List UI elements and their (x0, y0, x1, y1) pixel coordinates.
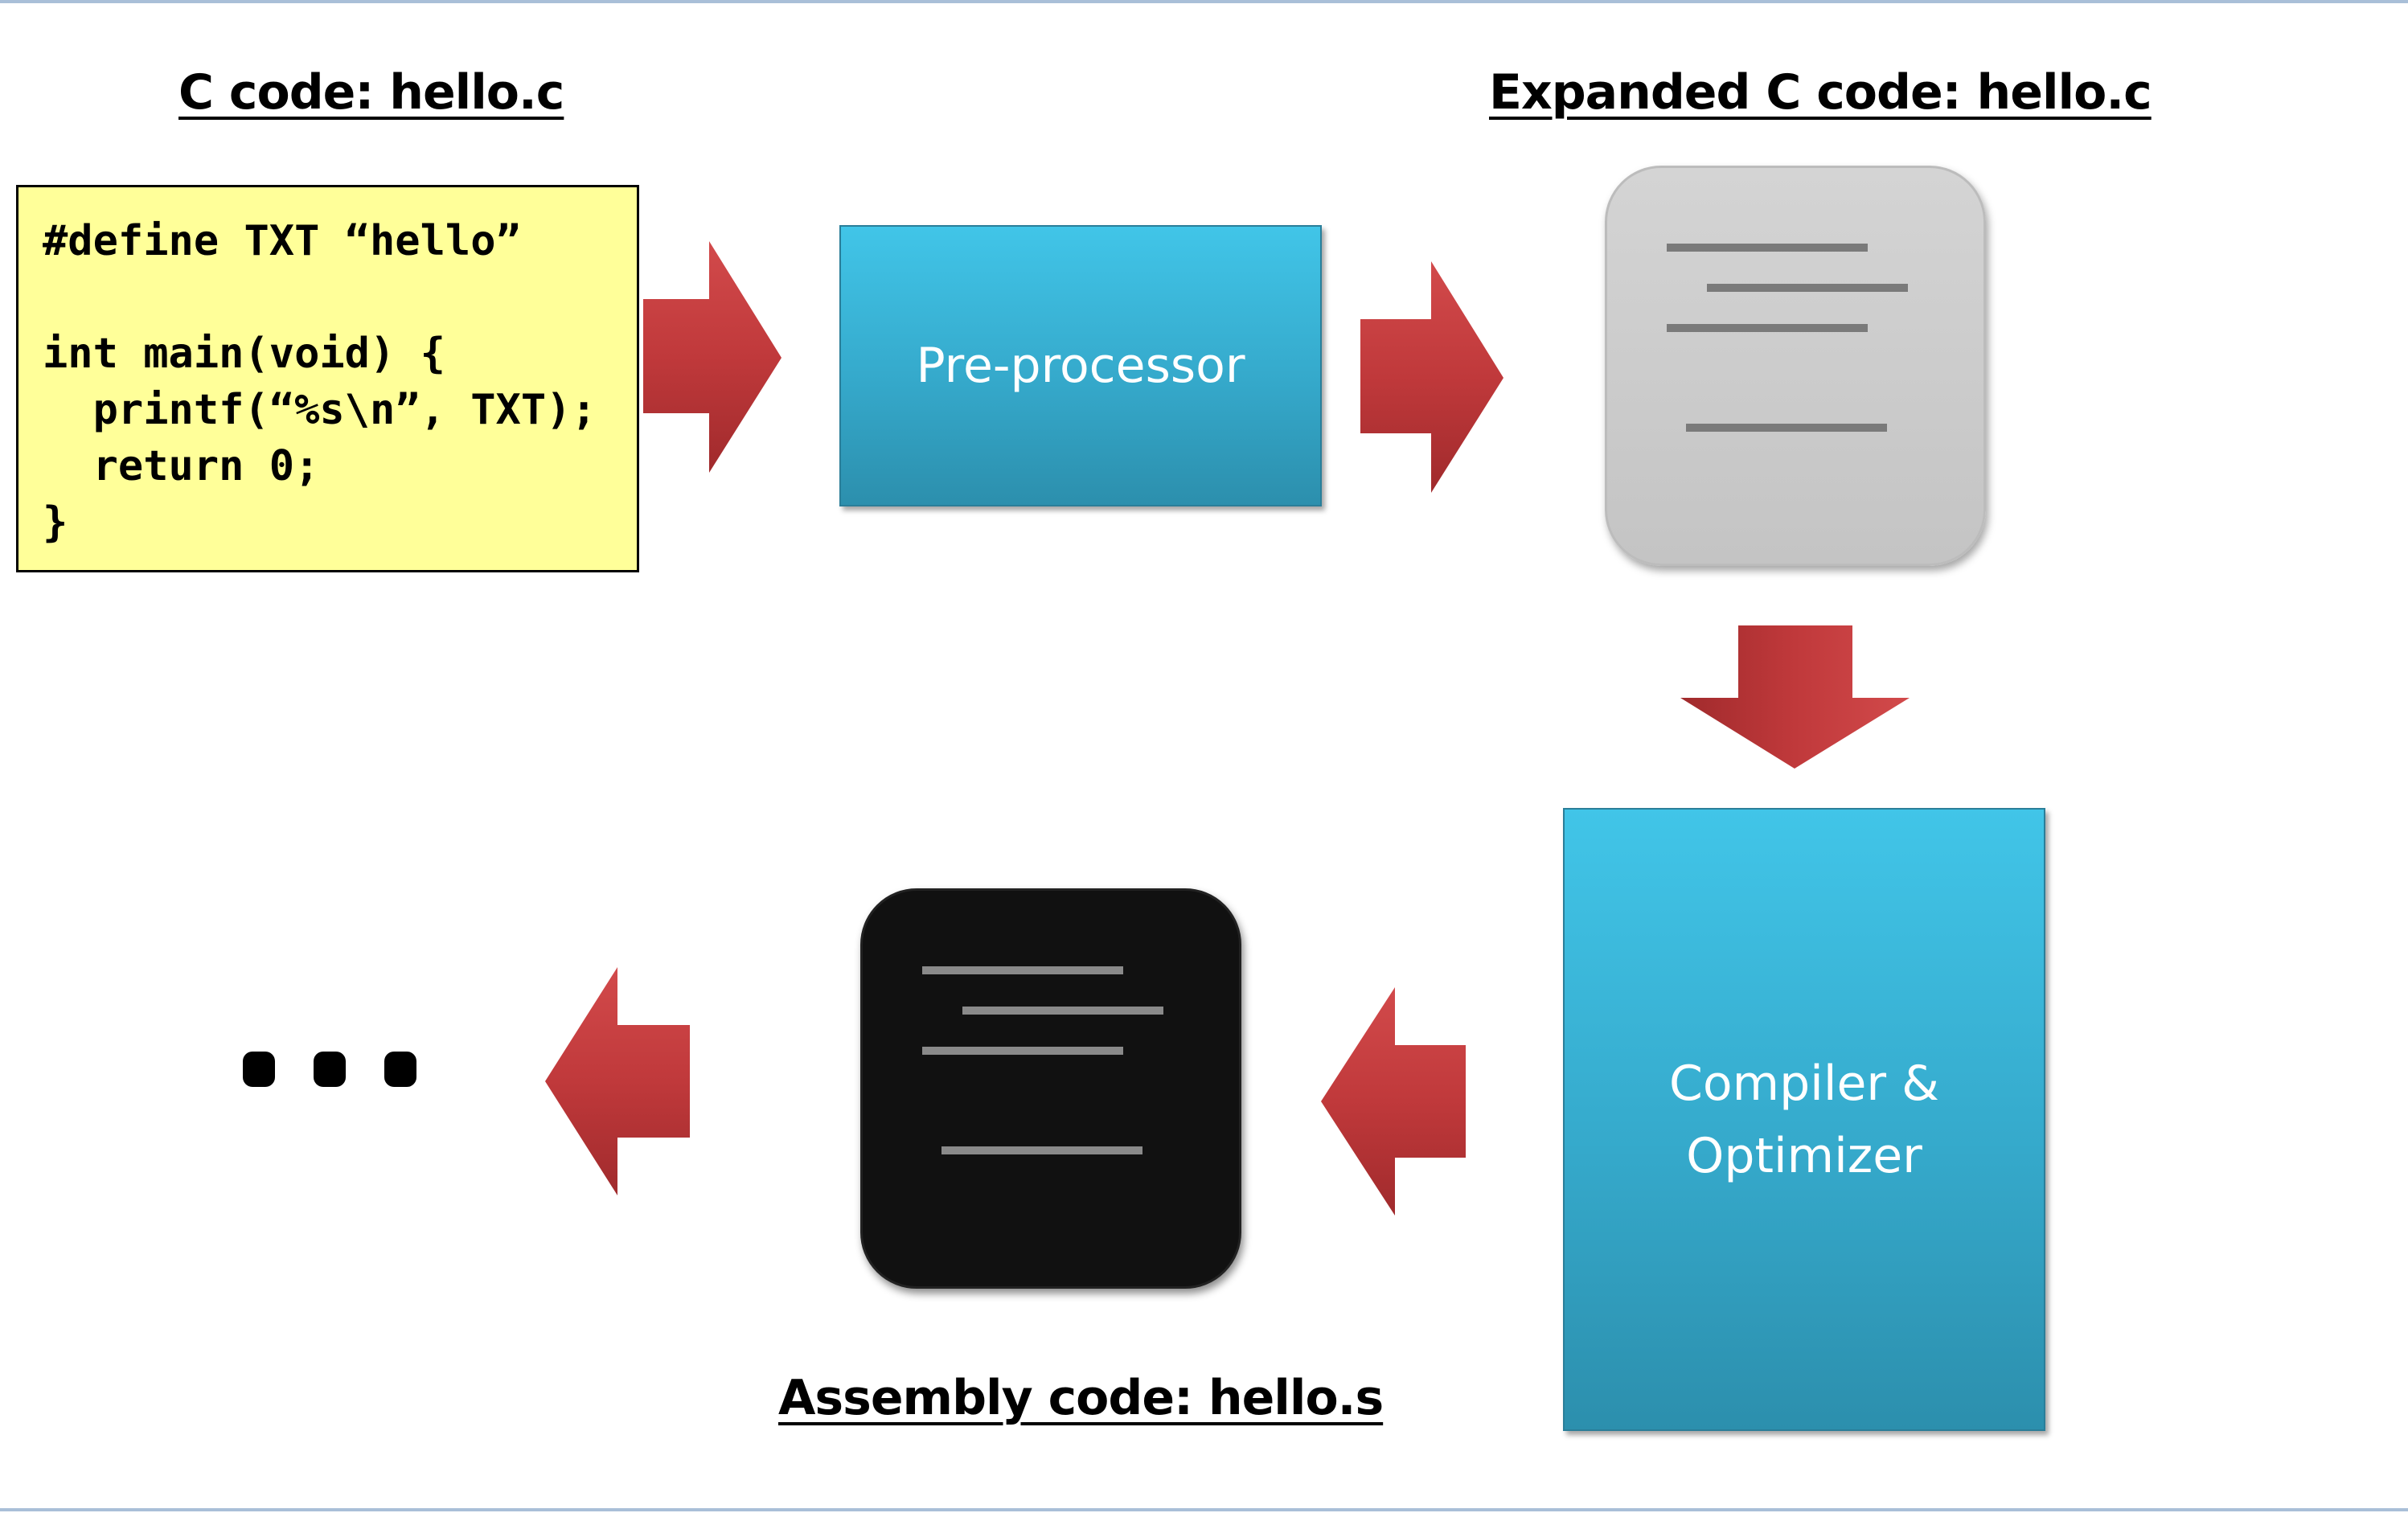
doc-text-line (922, 1047, 1123, 1055)
assembly-document-icon (860, 888, 1241, 1289)
doc-text-line (1667, 324, 1868, 332)
compiler-label-line2: Optimizer (1686, 1127, 1922, 1184)
source-code-box: #define TXT “hello” int main(void) { pri… (16, 185, 639, 572)
doc-text-line (941, 1146, 1142, 1154)
preprocessor-box: Pre-processor (839, 225, 1322, 506)
arrow-left-icon (1321, 987, 1466, 1216)
code-line (43, 269, 637, 326)
ellipsis-dot (243, 1052, 275, 1087)
doc-text-line (922, 966, 1123, 974)
ellipsis-dot (384, 1052, 416, 1087)
c-code-heading: C code: hello.c (178, 64, 564, 121)
top-rule (0, 0, 2408, 3)
ellipsis-dot (314, 1052, 346, 1087)
arrow-right-icon (1360, 261, 1503, 493)
code-line: int main(void) { (43, 330, 445, 378)
doc-text-line (1707, 284, 1908, 292)
compiler-label-line1: Compiler & (1669, 1055, 1939, 1112)
doc-text-line (1686, 424, 1887, 432)
doc-text-line (1667, 244, 1868, 252)
arrow-right-icon (643, 241, 781, 473)
bottom-rule (0, 1508, 2408, 1511)
assembly-code-heading: Assembly code: hello.s (778, 1370, 1384, 1426)
code-line: #define TXT “hello” (43, 217, 521, 265)
arrow-down-icon (1680, 625, 1910, 769)
ellipsis-icon (233, 1045, 426, 1093)
preprocessor-label: Pre-processor (916, 338, 1245, 394)
code-line: printf(“%s\n”, TXT); (43, 386, 597, 434)
expanded-document-icon (1605, 166, 1986, 566)
doc-text-line (962, 1007, 1163, 1015)
expanded-code-heading: Expanded C code: hello.c (1489, 64, 2152, 121)
code-line: return 0; (43, 442, 320, 490)
compiler-box: Compiler & Optimizer (1563, 808, 2045, 1431)
arrow-left-icon (545, 967, 690, 1195)
code-line: } (43, 498, 68, 547)
